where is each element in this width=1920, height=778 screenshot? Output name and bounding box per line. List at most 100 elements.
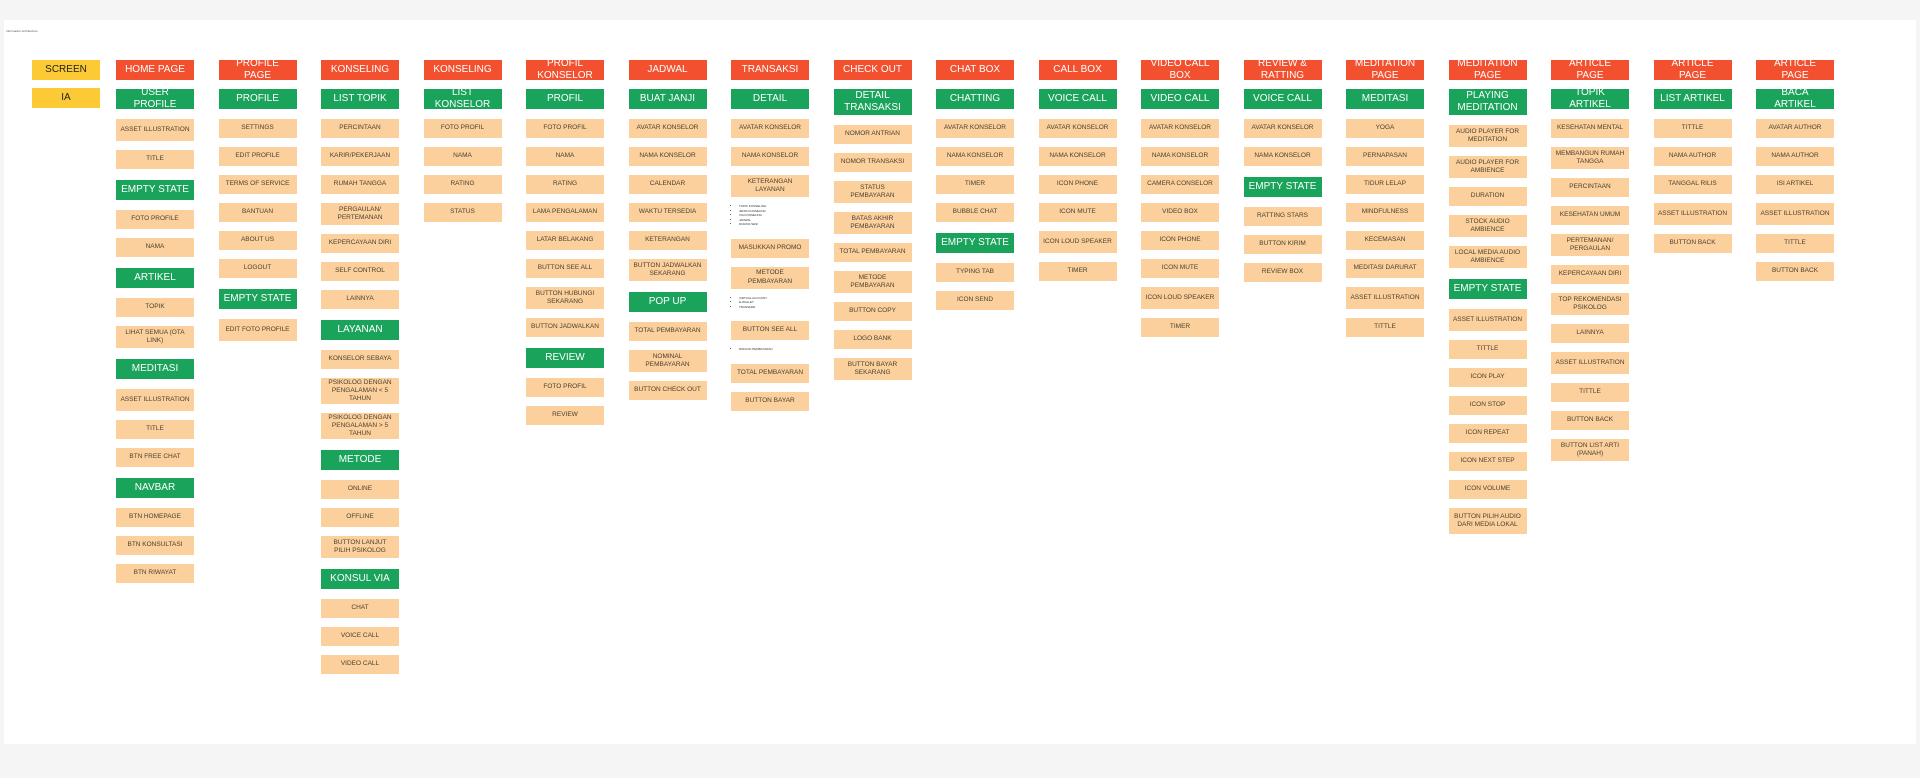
item-tanggal-rilis: TANGGAL RILIS: [1653, 175, 1732, 194]
item-foto-profil: FOTO PROFIL: [526, 378, 604, 397]
screen-header: HOME PAGE: [116, 60, 194, 80]
item-membangun-rumah-tangga: MEMBANGUN RUMAH TANGGA: [1551, 147, 1629, 169]
item-nama-konselor: NAMA KONSELOR: [1038, 147, 1117, 166]
note-item: TRANSFER: [739, 305, 809, 310]
item-karir-pekerjaan: KARIR/PEKERJAAN: [321, 147, 399, 166]
note-item: VIA KONSELING: [739, 213, 809, 218]
section-voice-call: VOICE CALL: [1243, 89, 1322, 109]
item-button-check-out: BUTTON CHECK OUT: [628, 381, 707, 400]
item-waktu-tersedia: WAKTU TERSEDIA: [628, 203, 707, 222]
section-buat-janji: BUAT JANJI: [628, 89, 707, 109]
item-foto-profile: FOTO PROFILE: [116, 210, 194, 229]
item-nama: NAMA: [526, 147, 604, 166]
item-total-pembayaran: TOTAL PEMBAYARAN: [833, 243, 912, 262]
item-btn-konsultasi: BTN KONSULTASI: [116, 536, 194, 555]
item-terms-of-service: TERMS OF SERVICE: [218, 175, 297, 194]
note-item: DURASI SESI: [739, 222, 809, 227]
section-meditasi: MEDITASI: [1346, 89, 1424, 109]
item-rumah-tangga: RUMAH TANGGA: [321, 175, 399, 194]
item-bantuan: BANTUAN: [218, 203, 297, 222]
item-kepercayaan-diri: KEPERCAYAAN DIRI: [321, 234, 399, 253]
screen-header: VIDEO CALL BOX: [1141, 60, 1219, 80]
item-logout: LOGOUT: [218, 259, 297, 278]
item-tittle: TITTLE: [1756, 234, 1834, 253]
item-avatar-konselor: AVATAR KONSELOR: [936, 119, 1014, 138]
item-audio-player-for-meditation: AUDIO PLAYER FOR MEDITATION: [1448, 125, 1527, 147]
item-lainnya: LAINNYA: [1551, 324, 1629, 343]
item-pertemanan-pergaulan: PERTEMANAN/ PERGAULAN: [1551, 234, 1629, 256]
note-item: VIRTUAL ACCOUNT: [739, 296, 809, 301]
item-lihat-semua-ota-link: LIHAT SEMUA (OTA LINK): [116, 326, 194, 348]
item-icon-send: ICON SEND: [936, 291, 1014, 310]
item-button-hubungi-sekarang: BUTTON HUBUNGI SEKARANG: [526, 287, 604, 309]
legend-screen: SCREEN: [32, 60, 100, 80]
item-asset-illustration: ASSET ILLUSTRATION: [116, 389, 194, 411]
item-rating: RATING: [526, 175, 604, 194]
screen-header: ARTICLE PAGE: [1551, 60, 1629, 80]
note-item: RINCIAN PEMBAYARAN: [739, 347, 809, 352]
item-calendar: CALENDAR: [628, 175, 707, 194]
section-empty-state: EMPTY STATE: [218, 289, 297, 309]
item-nama-konselor: NAMA KONSELOR: [936, 147, 1014, 166]
item-asset-illustration: ASSET ILLUSTRATION: [1448, 309, 1527, 331]
section-video-call: VIDEO CALL: [1141, 89, 1219, 109]
item-kesehatan-mental: KESEHATAN MENTAL: [1551, 119, 1629, 138]
item-icon-volume: ICON VOLUME: [1448, 480, 1527, 499]
item-latar-belakang: LATAR BELAKANG: [526, 231, 604, 250]
item-tidur-lelap: TIDUR LELAP: [1346, 175, 1424, 194]
item-icon-phone: ICON PHONE: [1038, 175, 1117, 194]
section-empty-state: EMPTY STATE: [936, 233, 1014, 253]
item-asset-illustration: ASSET ILLUSTRATION: [1346, 287, 1424, 309]
item-button-bayar-sekarang: BUTTON BAYAR SEKARANG: [833, 358, 912, 380]
section-detail-transaksi: DETAIL TRANSAKSI: [833, 89, 912, 115]
item-nomor-transaksi: NOMOR TRANSAKSI: [833, 153, 912, 172]
item-button-back: BUTTON BACK: [1653, 234, 1732, 253]
item-metode-pembayaran: METODE PEMBAYARAN: [833, 271, 912, 293]
item-nomor-antrian: NOMOR ANTRIAN: [833, 125, 912, 144]
item-top-rekomendasi-psikolog: TOP REKOMENDASI PSIKOLOG: [1551, 293, 1629, 315]
item-mindfulness: MINDFULNESS: [1346, 203, 1424, 222]
screen-header: CHECK OUT: [833, 60, 912, 80]
note-list: RINCIAN PEMBAYARAN: [731, 347, 809, 352]
screen-header: REVIEW & RATTING: [1243, 60, 1322, 80]
item-about-us: ABOUT US: [218, 231, 297, 250]
section-user-profile: USER PROFILE: [116, 89, 194, 109]
item-edit-profile: EDIT PROFILE: [218, 147, 297, 166]
item-button-back: BUTTON BACK: [1756, 262, 1834, 281]
item-voice-call: VOICE CALL: [321, 627, 399, 646]
item-button-see-all: BUTTON SEE ALL: [526, 259, 604, 278]
item-asset-illustration: ASSET ILLUSTRATION: [1756, 203, 1834, 225]
item-nama-author: NAMA AUTHOR: [1653, 147, 1732, 166]
item-foto-profil: FOTO PROFIL: [423, 119, 502, 138]
item-kecemasan: KECEMASAN: [1346, 231, 1424, 250]
item-button-bayar: BUTTON BAYAR: [731, 391, 809, 411]
item-audio-player-for-ambience: AUDIO PLAYER FOR AMBIENCE: [1448, 156, 1527, 178]
screen-header: TRANSAKSI: [731, 60, 809, 80]
section-playing-meditation: PLAYING MEDITATION: [1448, 89, 1527, 115]
item-title: TITLE: [116, 150, 194, 169]
item-button-lanjut-pilih-psikolog: BUTTON LANJUT PILIH PSIKOLOG: [321, 536, 399, 558]
item-button-copy: BUTTON COPY: [833, 302, 912, 321]
item-percintaan: PERCINTAAN: [1551, 178, 1629, 197]
item-lama-pengalaman: LAMA PENGALAMAN: [526, 203, 604, 222]
item-duration: DURATION: [1448, 187, 1527, 206]
section-baca-artikel: BACA ARTIKEL: [1756, 89, 1834, 109]
section-topik-artikel: TOPIK ARTIKEL: [1551, 89, 1629, 109]
section-artikel: ARTIKEL: [116, 268, 194, 288]
ia-board: Information Architecture SCREEN IA HOME …: [4, 20, 1916, 744]
item-chat: CHAT: [321, 599, 399, 618]
screen-header: JADWAL: [628, 60, 707, 80]
item-icon-loud-speaker: ICON LOUD SPEAKER: [1141, 287, 1219, 309]
item-nama: NAMA: [116, 238, 194, 257]
item-ratting-stars: RATTING STARS: [1243, 207, 1322, 226]
item-button-list-arti-panah: BUTTON LIST ARTI (PANAH): [1551, 439, 1629, 461]
item-logo-bank: LOGO BANK: [833, 330, 912, 349]
item-camera-conselor: CAMERA CONSELOR: [1141, 175, 1219, 194]
section-navbar: NAVBAR: [116, 478, 194, 498]
item-button-pilih-audio-dari-media-lokal: BUTTON PILIH AUDIO DARI MEDIA LOKAL: [1448, 508, 1527, 534]
item-nama-konselor: NAMA KONSELOR: [1243, 147, 1322, 166]
item-nama: NAMA: [423, 147, 502, 166]
item-total-pembayaran: TOTAL PEMBAYARAN: [731, 363, 809, 383]
section-meditasi: MEDITASI: [116, 359, 194, 379]
section-empty-state: EMPTY STATE: [1243, 177, 1322, 197]
